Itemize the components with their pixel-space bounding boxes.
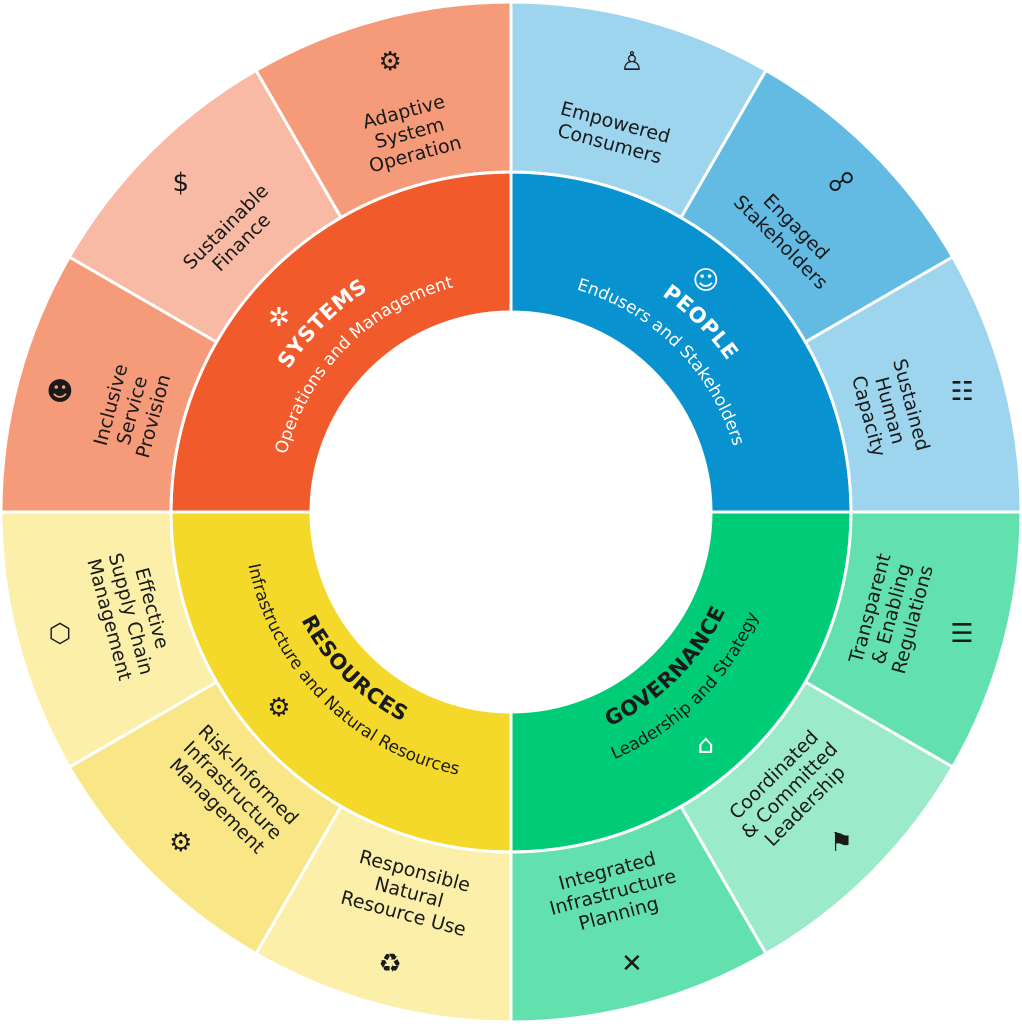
dollar-cycle-icon: $ [173, 168, 190, 198]
supply-network-icon: ⬡ [49, 619, 72, 649]
people-icon: ☺ [692, 266, 719, 296]
person-gear-icon: ⚙ [169, 828, 192, 858]
segment-effective-supply-chain-management [0, 510, 219, 770]
hand-coins-icon: ⚙ [267, 693, 290, 723]
center-hole [312, 313, 710, 711]
network-icon: ✲ [268, 303, 290, 333]
strategy-plan-icon: ✕ [621, 949, 643, 979]
person-skills-icon: ☷ [950, 377, 973, 407]
hands-person-icon: ♙ [620, 47, 643, 77]
leader-flag-icon: ⚑ [830, 828, 853, 858]
gear-sliders-icon: ⚙ [378, 47, 401, 77]
institution-icon: ⌂ [698, 730, 715, 760]
leaf-cycle-icon: ♻ [378, 949, 401, 979]
regulation-document-icon: ☰ [950, 619, 973, 649]
stakeholders-icon: ☍ [828, 168, 854, 198]
people-group-icon: ☻ [46, 377, 73, 407]
